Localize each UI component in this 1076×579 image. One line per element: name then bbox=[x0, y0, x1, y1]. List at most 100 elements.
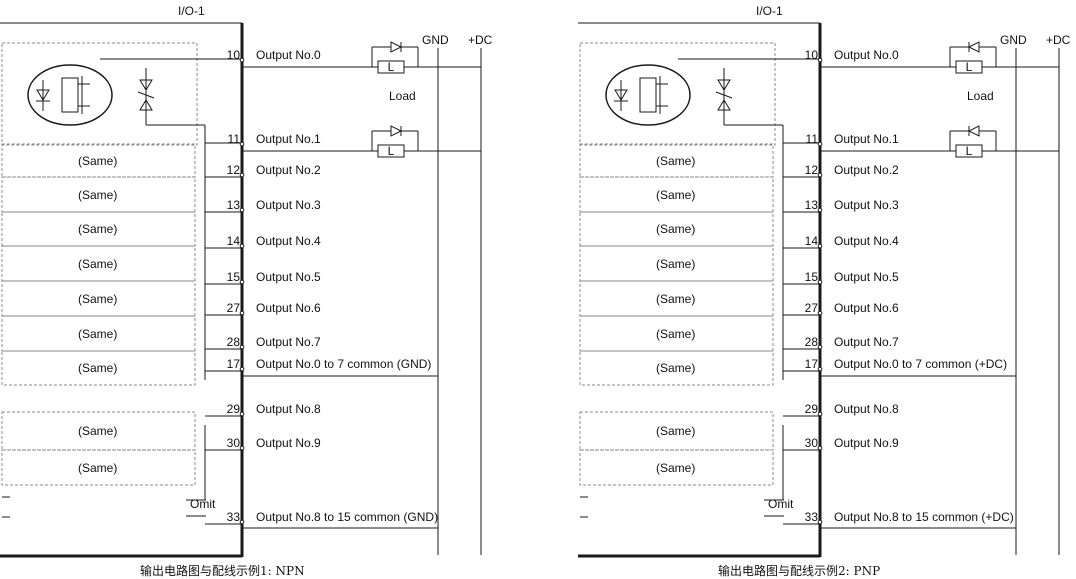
pin-number: 13 bbox=[227, 198, 241, 212]
same-module-label: (Same) bbox=[78, 292, 117, 306]
same-module-box bbox=[579, 280, 774, 317]
pin-number: 29 bbox=[227, 402, 241, 416]
tvs-bar-1 bbox=[715, 91, 733, 99]
output-label: Output No.8 to 15 common (GND) bbox=[256, 510, 438, 524]
optocoupler-ellipse bbox=[605, 64, 691, 126]
output-label: Output No.0 to 7 common (+DC) bbox=[834, 357, 1007, 371]
freewheel-diode-icon bbox=[390, 125, 403, 137]
output-label: Output No.9 bbox=[256, 436, 321, 450]
pin-number: 29 bbox=[805, 402, 819, 416]
output-label: Output No.0 bbox=[256, 48, 321, 62]
load-box-icon bbox=[955, 60, 983, 74]
pin-number: 12 bbox=[227, 163, 241, 177]
load-box-icon bbox=[955, 144, 983, 158]
same-module-box bbox=[1, 245, 196, 282]
output-label: Output No.7 bbox=[834, 335, 899, 349]
diagram-caption: 输出电路图与配线示例1: NPN bbox=[140, 563, 305, 578]
output-label: Output No.6 bbox=[834, 301, 899, 315]
pin-number: 14 bbox=[227, 234, 241, 248]
pin-terminal bbox=[817, 445, 823, 451]
pin-terminal bbox=[817, 172, 823, 178]
output-label: Output No.1 bbox=[834, 132, 899, 146]
same-module-box bbox=[1, 315, 196, 352]
pin-number: 12 bbox=[805, 163, 819, 177]
output-label: Output No.2 bbox=[834, 163, 899, 177]
output-label: Output No.3 bbox=[256, 198, 321, 212]
pin-terminal bbox=[239, 310, 245, 316]
connector-label: I/O-1 bbox=[178, 4, 205, 18]
same-module-label: (Same) bbox=[656, 361, 695, 375]
pin-number: 27 bbox=[805, 301, 819, 315]
output-label: Output No.4 bbox=[256, 234, 321, 248]
pin-terminal bbox=[239, 366, 245, 372]
same-module-box bbox=[579, 350, 774, 386]
load-box-icon bbox=[377, 144, 405, 158]
load-box-letter: L bbox=[388, 144, 395, 158]
output-label: Output No.3 bbox=[834, 198, 899, 212]
pin-terminal bbox=[817, 344, 823, 350]
omit-label: Omit bbox=[768, 497, 794, 511]
pin-terminal bbox=[239, 344, 245, 350]
omit-label: Omit bbox=[190, 497, 216, 511]
pin-number: 30 bbox=[805, 436, 819, 450]
same-module-label: (Same) bbox=[656, 424, 695, 438]
same-module-box bbox=[579, 315, 774, 352]
optocoupler-ellipse bbox=[27, 64, 113, 126]
same-module-label: (Same) bbox=[78, 461, 117, 475]
same-module-label: (Same) bbox=[78, 327, 117, 341]
same-module-label: (Same) bbox=[78, 222, 117, 236]
pin-terminal bbox=[239, 172, 245, 178]
pin-number: 30 bbox=[227, 436, 241, 450]
pin-terminal bbox=[239, 411, 245, 417]
pin-terminal bbox=[239, 207, 245, 213]
pin-terminal bbox=[239, 57, 245, 63]
pin-number: 10 bbox=[805, 48, 819, 62]
same-module-label: (Same) bbox=[656, 154, 695, 168]
pin-terminal bbox=[817, 243, 823, 249]
pin-number: 13 bbox=[805, 198, 819, 212]
same-module-box bbox=[1, 280, 196, 317]
pin-number: 28 bbox=[227, 335, 241, 349]
output-label: Output No.5 bbox=[834, 270, 899, 284]
same-module-box bbox=[1, 449, 196, 486]
load-label: Load bbox=[967, 89, 994, 103]
dc-label: +DC bbox=[1046, 33, 1071, 47]
tvs-bar-1 bbox=[137, 91, 155, 99]
same-module-label: (Same) bbox=[656, 188, 695, 202]
freewheel-diode-icon bbox=[967, 125, 980, 137]
load-box-icon bbox=[377, 60, 405, 74]
output-label: Output No.8 bbox=[834, 402, 899, 416]
same-module-box bbox=[579, 449, 774, 486]
same-module-label: (Same) bbox=[656, 292, 695, 306]
output-label: Output No.2 bbox=[256, 163, 321, 177]
load-box-letter: L bbox=[388, 60, 395, 74]
gnd-label: GND bbox=[422, 33, 449, 47]
pin-number: 33 bbox=[227, 510, 241, 524]
pin-number: 33 bbox=[805, 510, 819, 524]
pin-terminal bbox=[817, 519, 823, 525]
same-module-box bbox=[1, 350, 196, 386]
gnd-label: GND bbox=[1000, 33, 1027, 47]
same-module-label: (Same) bbox=[78, 361, 117, 375]
pin-number: 11 bbox=[806, 132, 819, 146]
same-module-label: (Same) bbox=[78, 424, 117, 438]
same-module-label: (Same) bbox=[656, 257, 695, 271]
pin-terminal bbox=[239, 243, 245, 249]
pin-number: 15 bbox=[227, 270, 241, 284]
pin-terminal bbox=[239, 279, 245, 285]
same-module-label: (Same) bbox=[78, 154, 117, 168]
pin-terminal bbox=[817, 366, 823, 372]
mosfet-body-icon bbox=[639, 77, 657, 113]
pin-number: 15 bbox=[805, 270, 819, 284]
output-label: Output No.1 bbox=[256, 132, 321, 146]
output-label: Output No.6 bbox=[256, 301, 321, 315]
output-label: Output No.0 bbox=[834, 48, 899, 62]
load-box-letter: L bbox=[966, 60, 973, 74]
pin-terminal bbox=[239, 141, 245, 147]
same-module-label: (Same) bbox=[656, 327, 695, 341]
same-module-label: (Same) bbox=[78, 257, 117, 271]
pin-terminal bbox=[817, 279, 823, 285]
output-module-box bbox=[579, 42, 776, 146]
same-module-box bbox=[1, 211, 196, 247]
